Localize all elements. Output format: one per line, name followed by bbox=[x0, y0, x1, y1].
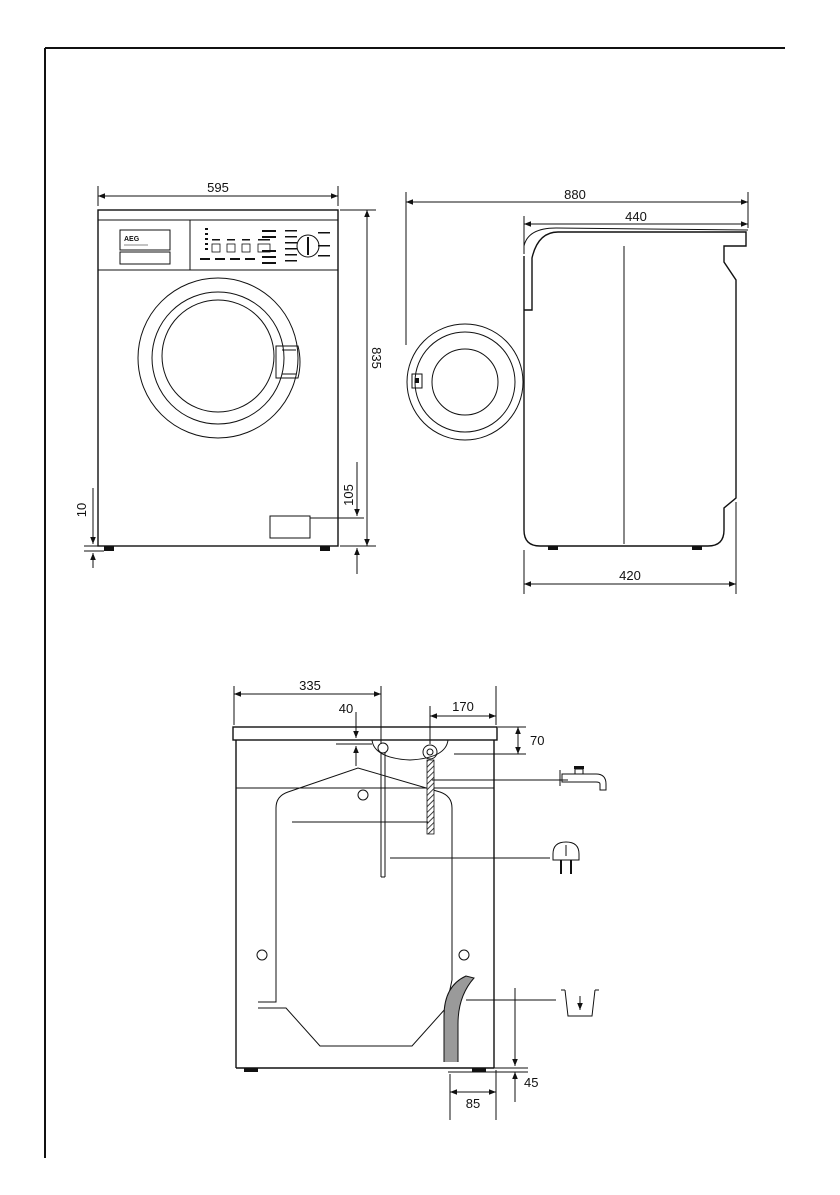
front-view: AEG bbox=[74, 180, 384, 574]
rear-panel bbox=[258, 768, 452, 1046]
dimension-depth-top: 440 bbox=[625, 209, 647, 224]
front-foot-left bbox=[104, 546, 114, 551]
brand-logo: AEG bbox=[124, 236, 140, 243]
transit-bolt-hole-left bbox=[257, 950, 267, 960]
side-door-glass bbox=[432, 349, 498, 415]
side-foot-front bbox=[548, 546, 558, 550]
dimension-inlet-offset: 40 bbox=[339, 701, 353, 716]
dimension-drain-height: 45 bbox=[524, 1075, 538, 1090]
drain-basin-icon bbox=[561, 990, 599, 1016]
transit-bolt-hole-top bbox=[358, 790, 368, 800]
dimension-top-height: 70 bbox=[530, 733, 544, 748]
front-cabinet bbox=[98, 210, 338, 546]
water-inlet-hose bbox=[427, 760, 434, 834]
front-foot-right bbox=[320, 546, 330, 551]
transit-bolt-hole-right bbox=[459, 950, 469, 960]
door-bezel bbox=[152, 292, 284, 424]
dimension-depth-overall: 880 bbox=[564, 187, 586, 202]
rear-foot-left bbox=[244, 1068, 258, 1072]
door-glass bbox=[162, 300, 274, 412]
side-door-outer bbox=[407, 324, 523, 440]
side-door-ring bbox=[415, 332, 515, 432]
dimension-depth-base: 420 bbox=[619, 568, 641, 583]
side-cabinet bbox=[524, 232, 746, 546]
dimension-drain-offset: 85 bbox=[466, 1096, 480, 1111]
side-foot-rear bbox=[692, 546, 702, 550]
drain-hose bbox=[444, 976, 474, 1062]
dimension-plinth: 105 bbox=[341, 484, 356, 506]
rear-upper-body bbox=[236, 740, 494, 788]
water-tap-icon bbox=[560, 766, 606, 790]
control-buttons bbox=[200, 228, 330, 264]
mains-cable-entry bbox=[378, 743, 388, 753]
dimension-width: 595 bbox=[207, 180, 229, 195]
rear-foot-right bbox=[472, 1068, 486, 1072]
rear-view: 335 40 170 70 45 85 bbox=[233, 678, 606, 1120]
rear-top-plate bbox=[233, 727, 497, 740]
side-view: 880 440 420 bbox=[406, 187, 748, 594]
dimension-height: 835 bbox=[369, 347, 384, 369]
drawer-handle bbox=[120, 252, 170, 264]
service-flap bbox=[270, 516, 310, 538]
dimension-rear-right: 170 bbox=[452, 699, 474, 714]
dimension-rear-left: 335 bbox=[299, 678, 321, 693]
dimension-foot: 10 bbox=[74, 503, 89, 517]
mains-plug-icon bbox=[553, 842, 579, 874]
